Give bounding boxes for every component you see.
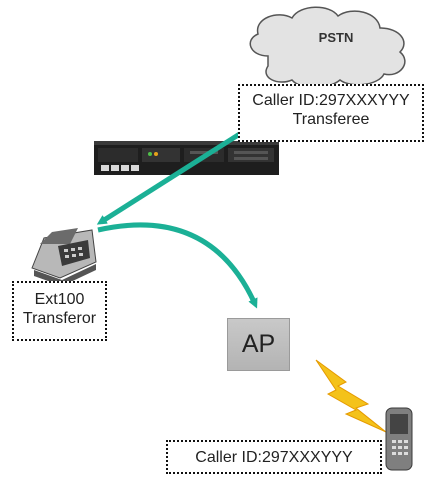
mobile-phone-icon	[385, 407, 413, 471]
access-point-icon: AP	[227, 318, 290, 371]
callout-transferor: Ext100 Transferor	[12, 281, 107, 341]
caller-id-text: Caller ID:297XXXYYY	[252, 92, 410, 109]
access-point-label: AP	[241, 330, 276, 358]
callout-transferee: Caller ID:297XXXYYY Transferee	[238, 84, 424, 142]
callout-mobile: Caller ID:297XXXYYY	[166, 440, 382, 474]
lightning-bolt-icon	[315, 359, 387, 433]
role-text: Transferee	[292, 111, 370, 129]
cloud-icon	[249, 6, 406, 89]
desk-phone-icon	[31, 228, 97, 286]
extension-text: Ext100	[34, 291, 85, 308]
caller-id-text: Caller ID:297XXXYYY	[195, 449, 353, 466]
role-text: Transferor	[22, 310, 97, 328]
cloud-label: PSTN	[318, 30, 354, 45]
transfer-arrow-to-ap	[97, 222, 258, 309]
